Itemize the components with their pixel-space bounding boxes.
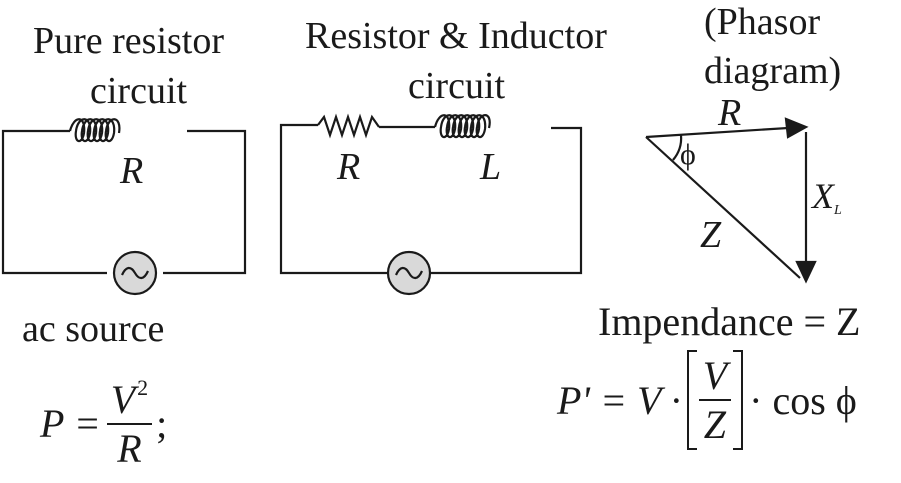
impedance-text: Impendance = Z [598,299,861,344]
formula2-numerator: V [702,353,728,398]
formula1-num-v: V [110,376,136,422]
formula2-bracket-right-ticks [733,350,744,450]
phasor-title-line2: diagram) [704,50,842,92]
phasor-r-label: R [718,92,742,134]
circuit2-inductor-label: L [480,146,502,188]
formula1-exponent: 2 [137,374,149,400]
phasor-title-line1: (Phasor [704,1,821,43]
circuit1-title-line2: circuit [90,70,188,112]
formula2-bracket-group: V Z [686,350,744,450]
phasor-angle-label: ϕ [680,138,696,171]
circuit1-source-label: ac source [22,308,165,350]
phasor-xl-main: X [812,176,834,216]
circuit2-wires [279,123,583,275]
formula1-fraction-bar [106,422,153,425]
formula-power-resistor: P = V2 R ; [40,368,167,478]
phasor-z-vector [645,136,801,279]
phasor-xl-subscript: L [834,203,842,218]
circuit2-inductor [433,114,491,139]
formula1-numerator: V2 [107,375,152,423]
formula2-tail: · cos ϕ [749,377,857,423]
formula1-fraction: V2 R [106,375,153,472]
circuit2-ac-source [386,250,432,296]
circuit1-title-line1: Pure resistor [33,20,225,62]
formula2-fraction-bar [698,399,732,401]
phasor-angle-arc [672,134,683,161]
circuit1-coil [68,118,121,143]
phasor-triangle [645,117,817,284]
phasor-r-arrowhead [784,117,809,139]
phasor-z-label: Z [700,214,722,256]
formula2-bracket-left-ticks [686,350,697,450]
formula2-denominator: Z [703,402,727,447]
circuit2-resistor [317,113,380,139]
phasor-xl-label: XL [812,178,842,218]
formula2-lhs: P' = V · [557,377,681,423]
formula-power-rl: P' = V · V Z · cos ϕ [557,342,857,458]
circuit1-r-label: R [120,150,144,192]
formula1-denominator: R [117,425,142,471]
circuit1-ac-source [112,250,158,296]
phasor-r-vector [645,126,789,139]
phasor-xl-arrowhead [795,260,817,284]
formula1-lhs: P = [40,400,101,446]
circuit2-title-line2: circuit [408,65,506,107]
circuit2-resistor-label: R [337,146,361,188]
formula2-fraction: V Z [698,352,732,448]
circuit1-wires [1,129,247,275]
formula1-tail: ; [156,400,168,446]
circuit2-title-line1: Resistor & Inductor [305,15,607,57]
